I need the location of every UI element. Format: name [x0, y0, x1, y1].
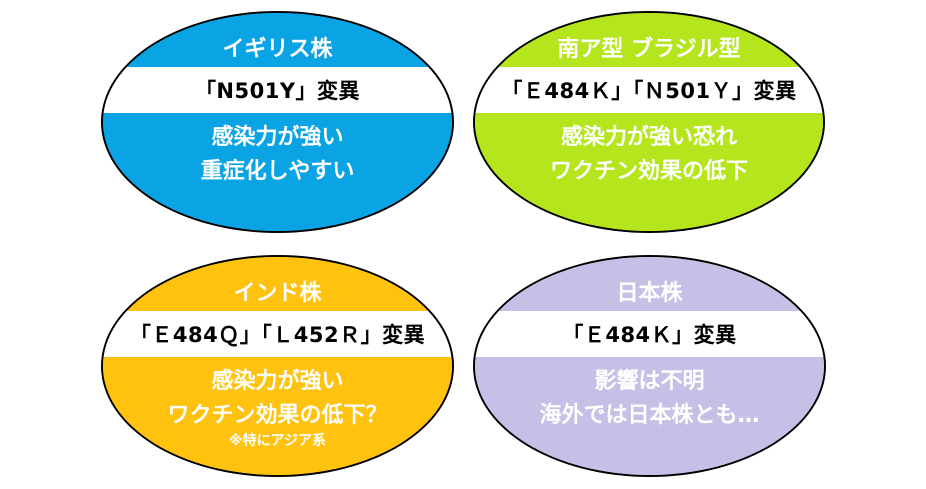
india-variant-title-band: インド株: [103, 257, 452, 311]
sa-brazil-variant-desc-line2: ワクチン効果の低下: [549, 159, 748, 184]
uk-variant-mutation: 「N501Y」変異: [194, 79, 361, 103]
uk-variant-desc-band: 感染力が強い 重症化しやすい: [103, 113, 452, 231]
uk-variant-title: イギリス株: [222, 37, 333, 62]
india-variant-title: インド株: [233, 281, 322, 306]
india-variant-ellipse: インド株 「Ｅ484Ｑ」「Ｌ452Ｒ」変異 感染力が強い ワクチン効果の低下？ …: [101, 255, 454, 477]
japan-variant-desc-line2: 海外では日本株とも…: [539, 403, 760, 428]
uk-variant-desc-line2: 重症化しやすい: [200, 159, 355, 184]
india-variant-desc-line1: 感染力が強い: [211, 369, 344, 394]
india-variant-mutation: 「Ｅ484Ｑ」「Ｌ452Ｒ」変異: [129, 323, 426, 347]
india-variant-mutation-band: 「Ｅ484Ｑ」「Ｌ452Ｒ」変異: [103, 311, 452, 357]
sa-brazil-variant-ellipse: 南ア型 ブラジル型 「Ｅ484Ｋ」「Ｎ501Ｙ」変異 感染力が強い恐れ ワクチン…: [473, 11, 825, 233]
japan-variant-title: 日本株: [616, 281, 683, 306]
india-variant-desc-band: 感染力が強い ワクチン効果の低下？ ※特にアジア系: [103, 357, 452, 475]
sa-brazil-variant-mutation: 「Ｅ484Ｋ」「Ｎ501Ｙ」変異: [501, 79, 797, 103]
japan-variant-desc-line1: 影響は不明: [594, 369, 705, 394]
japan-variant-title-band: 日本株: [475, 257, 824, 311]
uk-variant-ellipse: イギリス株 「N501Y」変異 感染力が強い 重症化しやすい: [101, 11, 454, 233]
japan-variant-ellipse: 日本株 「Ｅ484Ｋ」変異 影響は不明 海外では日本株とも…: [473, 255, 826, 477]
sa-brazil-variant-desc-line1: 感染力が強い恐れ: [560, 125, 737, 150]
sa-brazil-variant-desc-band: 感染力が強い恐れ ワクチン効果の低下: [475, 113, 823, 231]
sa-brazil-variant-title: 南ア型 ブラジル型: [557, 37, 741, 62]
sa-brazil-variant-mutation-band: 「Ｅ484Ｋ」「Ｎ501Ｙ」変異: [475, 67, 823, 113]
india-variant-desc-line2: ワクチン効果の低下？: [167, 403, 388, 428]
uk-variant-mutation-band: 「N501Y」変異: [103, 67, 452, 113]
japan-variant-mutation-band: 「Ｅ484Ｋ」変異: [475, 311, 824, 357]
uk-variant-title-band: イギリス株: [103, 13, 452, 67]
india-variant-note: ※特にアジア系: [228, 433, 327, 449]
japan-variant-desc-band: 影響は不明 海外では日本株とも…: [475, 357, 824, 475]
sa-brazil-variant-title-band: 南ア型 ブラジル型: [475, 13, 823, 67]
uk-variant-desc-line1: 感染力が強い: [211, 125, 344, 150]
japan-variant-mutation: 「Ｅ484Ｋ」変異: [562, 323, 737, 347]
